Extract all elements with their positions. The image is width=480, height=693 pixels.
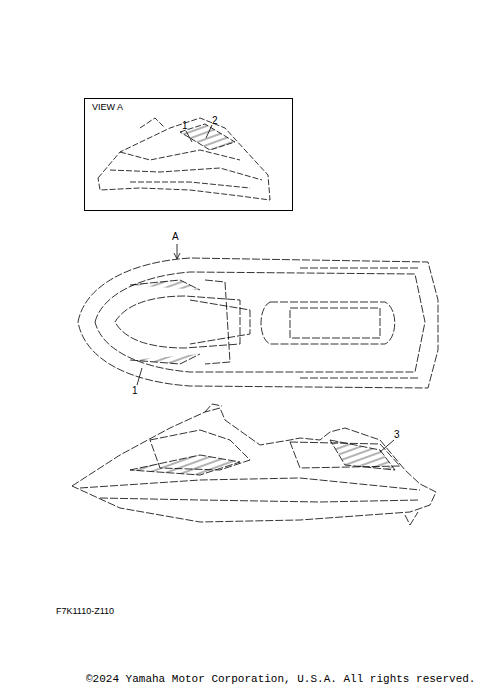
top-view-craft bbox=[78, 258, 438, 388]
view-title: VIEW A bbox=[92, 102, 123, 112]
callout-number: 1 bbox=[132, 386, 138, 396]
copyright-note: ©2024 Yamaha Motor Corporation, U.S.A. A… bbox=[86, 674, 475, 685]
view-marker: A bbox=[172, 232, 179, 242]
callout-number: 2 bbox=[212, 116, 218, 126]
callout-number: 3 bbox=[394, 430, 400, 440]
side-view-craft bbox=[72, 404, 436, 525]
view-a-craft bbox=[98, 118, 270, 200]
diagram-code: F7K1110-Z110 bbox=[56, 607, 114, 616]
view-box: VIEW A bbox=[84, 98, 293, 211]
callout-number: 1 bbox=[182, 121, 188, 131]
